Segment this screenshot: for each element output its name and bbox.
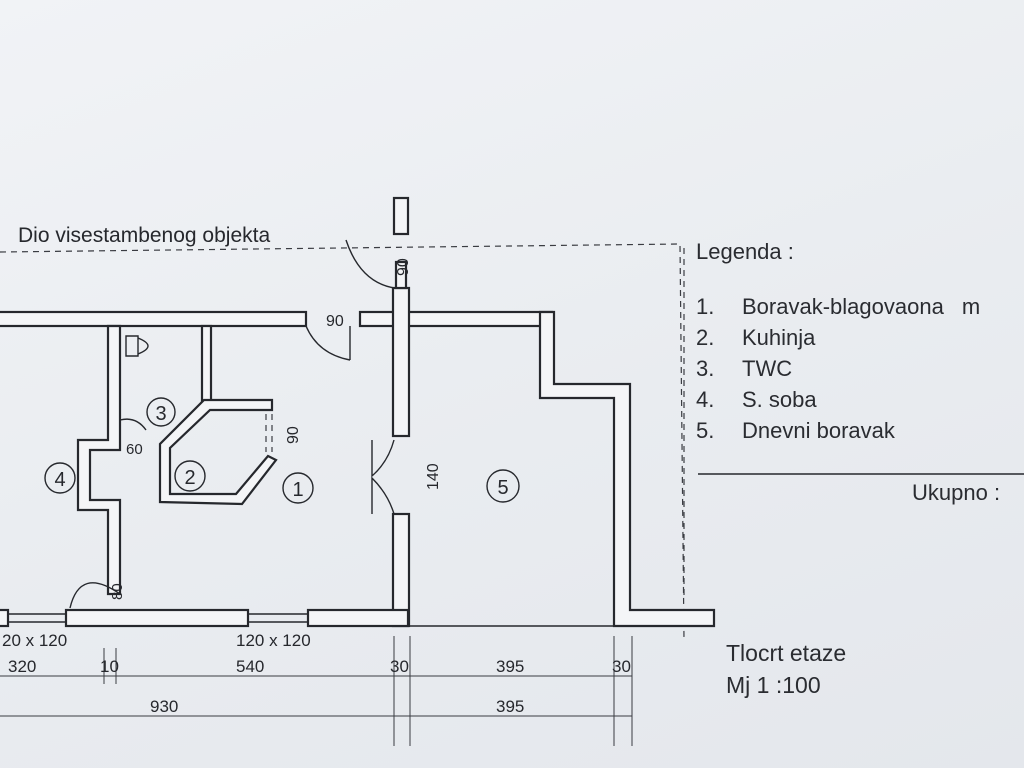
room-marker-2: 2 <box>174 460 206 492</box>
dim-door-top: 90 <box>395 258 412 276</box>
plan-title: Tlocrt etaze <box>726 640 847 666</box>
room-marker-4: 4 <box>44 462 76 494</box>
door-swing-entry <box>305 325 351 361</box>
dim-run-3: 30 <box>390 657 409 676</box>
legend-title: Legenda : <box>696 239 794 264</box>
room-marker-1: 1 <box>282 472 314 504</box>
wall-bottom-mid <box>64 608 250 628</box>
dim-bedroom-door: 80 <box>109 583 126 600</box>
plan-scale: Mj 1 :100 <box>726 672 821 698</box>
toilet-bowl <box>137 337 149 355</box>
wall-center-upper <box>391 286 411 438</box>
dim-run-0: 320 <box>8 657 36 676</box>
dim-kitchen: 90 <box>285 426 302 444</box>
legend-item: 3.TWC <box>696 356 793 381</box>
wall-bottom-right <box>306 608 410 628</box>
dim-total-right: 395 <box>496 697 524 716</box>
room-marker-5: 5 <box>486 469 520 503</box>
dim-door-entry: 90 <box>326 313 344 330</box>
svg-text:3: 3 <box>155 403 166 425</box>
wall-twc <box>200 324 213 404</box>
svg-text:5: 5 <box>497 477 508 499</box>
kitchen-counter <box>158 398 278 506</box>
door-swing-twc <box>119 418 147 431</box>
legend-item: 5.Dnevni boravak <box>696 418 895 443</box>
dim-twc-door: 60 <box>126 441 143 458</box>
toilet-tank <box>125 335 139 357</box>
door-swing-top <box>345 239 395 289</box>
dim-ticks <box>103 636 633 746</box>
wall-bedroom <box>76 324 122 596</box>
dim-run-4: 395 <box>496 657 524 676</box>
wall-stub-upper <box>394 260 408 290</box>
window-label-1: 20 x 120 <box>2 631 67 650</box>
building-label: Dio visestambenog objekta <box>18 224 270 247</box>
legend-item: 2.Kuhinja <box>696 325 816 350</box>
wall-right-stepped <box>538 310 716 628</box>
room-marker-3: 3 <box>146 397 176 427</box>
svg-text:2: 2 <box>184 467 195 489</box>
door-swing-double <box>371 439 395 515</box>
legend-total: Ukupno : <box>912 480 1001 505</box>
legend-item: 4.S. soba <box>696 387 817 412</box>
dim-total-left: 930 <box>150 697 178 716</box>
dim-double-door: 140 <box>425 463 442 490</box>
kitchen-opening <box>265 414 273 452</box>
windows <box>8 613 308 623</box>
dim-run-5: 30 <box>612 657 631 676</box>
chimney-box <box>392 196 410 236</box>
svg-text:4: 4 <box>54 469 65 491</box>
wall-top-right <box>358 310 554 328</box>
wall-bottom-left <box>0 608 10 628</box>
door-swing-bedroom <box>69 582 121 609</box>
svg-text:1: 1 <box>292 479 303 501</box>
wall-top-left <box>0 310 308 328</box>
dim-run-1: 10 <box>100 657 119 676</box>
window-label-2: 120 x 120 <box>236 631 311 650</box>
dim-run-2: 540 <box>236 657 264 676</box>
